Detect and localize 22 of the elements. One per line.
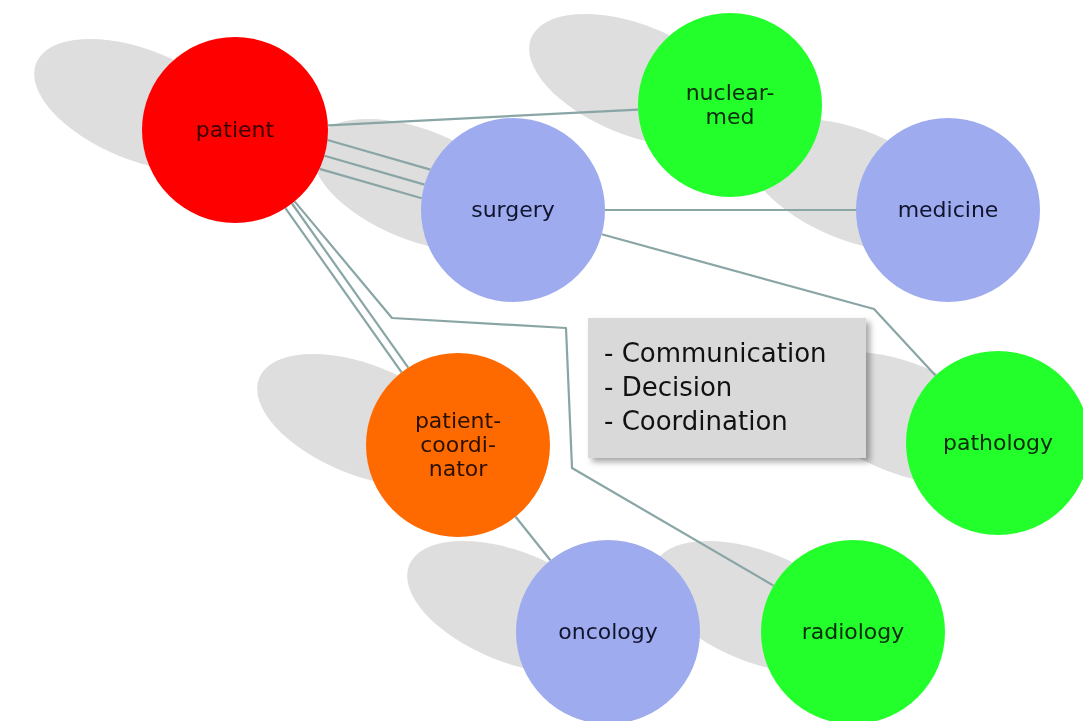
node-label: oncology [558, 619, 658, 645]
connector-line [514, 516, 552, 561]
connector-line [319, 167, 422, 200]
node-label: surgery [471, 197, 555, 223]
node-label: patient [195, 117, 275, 143]
connector-line [605, 208, 856, 212]
connector-line [601, 233, 937, 377]
connector-line [293, 200, 775, 587]
connector-line [324, 154, 425, 186]
node-label: pathology [942, 430, 1053, 456]
node-label: nuclear- med [684, 80, 776, 130]
note-box [588, 318, 866, 458]
connector-line [291, 202, 410, 369]
connector-line [327, 138, 431, 171]
list-item: - Decision [604, 371, 734, 405]
node-label: medicine [897, 197, 999, 223]
list-item: - Communication [604, 337, 828, 371]
node-label: patient- coordi- nator [413, 408, 503, 482]
connector-line [284, 207, 403, 373]
list-item: - Coordination [604, 404, 789, 438]
node-label: radiology [801, 619, 905, 645]
connector-line [327, 108, 639, 127]
